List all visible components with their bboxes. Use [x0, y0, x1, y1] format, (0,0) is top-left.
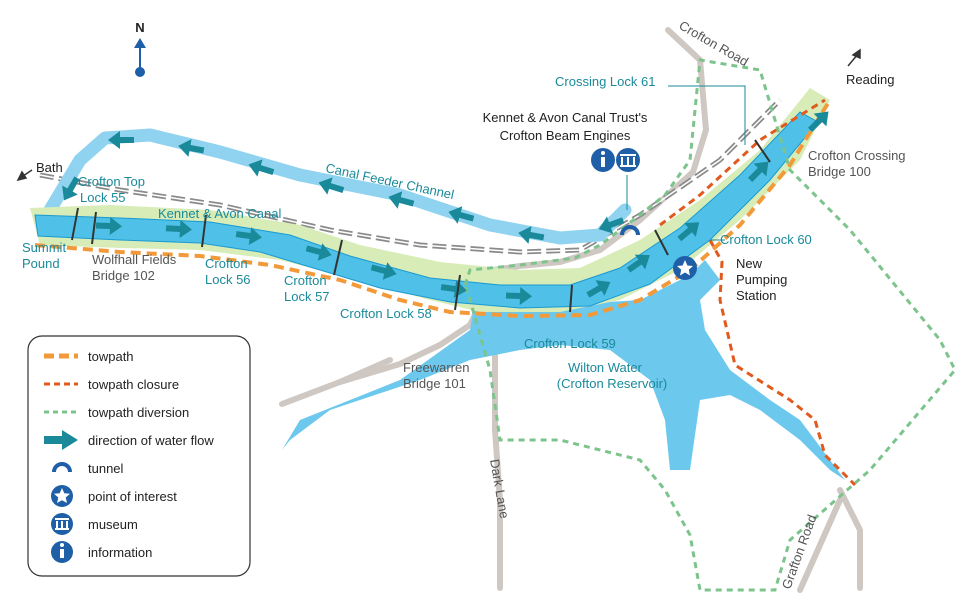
locks	[71, 139, 771, 313]
lock-57	[333, 239, 343, 276]
kennet-avon-canal-label: Kennet & Avon Canal	[158, 206, 281, 221]
legend-label-tunnel: tunnel	[88, 461, 124, 476]
reading-arrow	[847, 48, 861, 67]
flow-arrow	[677, 222, 700, 242]
crofton-lock-59-label: Crofton Lock 59	[524, 336, 616, 351]
flow-arrow	[505, 287, 532, 305]
flow-arrows	[62, 111, 829, 305]
legend-museum-icon	[51, 513, 73, 535]
flow-arrow	[62, 176, 80, 201]
lock-56	[201, 214, 207, 248]
bath-label: Bath	[36, 160, 63, 175]
crofton-lock-58-label: Crofton Lock 58	[340, 306, 432, 321]
grafton-road-lower	[797, 497, 843, 593]
flow-arrow	[165, 220, 192, 238]
flow-arrow	[747, 161, 769, 183]
legend-label-info: information	[88, 545, 152, 560]
flow-arrow	[178, 139, 205, 157]
dark-lane-label: Dark Lane	[487, 458, 512, 520]
legend-label-flow: direction of water flow	[88, 433, 214, 448]
bridge-102	[91, 211, 97, 245]
tunnel-icon	[620, 225, 640, 236]
flow-arrow	[388, 191, 415, 209]
towpath-bank	[30, 88, 830, 312]
flow-arrow	[440, 280, 467, 298]
bath-arrow	[16, 169, 33, 182]
information-icon	[591, 148, 615, 172]
legend-poi-icon	[51, 485, 73, 507]
flow-arrow	[108, 131, 134, 149]
lock-59	[569, 284, 573, 313]
flow-arrow	[318, 177, 345, 195]
crossing-lock-61-label: Crossing Lock 61	[555, 74, 655, 89]
feeder-channel	[43, 128, 632, 245]
legend-label-closure: towpath closure	[88, 377, 179, 392]
towpath	[34, 98, 832, 319]
legend: towpath towpath closure towpath diversio…	[27, 335, 251, 577]
flow-arrow	[807, 111, 829, 133]
legend-tunnel-icon	[52, 462, 72, 473]
towpath-closure	[708, 239, 857, 487]
railway	[39, 98, 782, 255]
flow-arrow	[448, 206, 475, 224]
road-left-bottom	[337, 357, 393, 385]
museum-icon	[616, 148, 640, 172]
lock-60	[654, 229, 669, 256]
legend-label-poi: point of interest	[88, 489, 177, 504]
legend-info-icon	[51, 541, 73, 563]
grafton-road-label: Grafton Road	[779, 513, 820, 591]
towpath-closure-north	[659, 98, 826, 227]
towpath-diversion	[463, 58, 957, 592]
crofton-lock-60-label: Crofton Lock 60	[720, 232, 812, 247]
north-label: N	[135, 20, 144, 35]
lock-58	[454, 274, 461, 311]
point-of-interest-icon	[673, 256, 697, 280]
flow-arrow	[305, 243, 332, 261]
flow-arrow	[518, 226, 545, 244]
legend-label-diversion: towpath diversion	[88, 405, 189, 420]
north-arrow	[134, 38, 146, 77]
wilton-water-label: Wilton Water(Crofton Reservoir)	[557, 360, 668, 391]
reading-label: Reading	[846, 72, 894, 87]
leader-lines	[626, 85, 746, 241]
lock-55	[71, 207, 79, 241]
legend-label-towpath: towpath	[88, 349, 134, 364]
legend-label-museum: museum	[88, 517, 138, 532]
flow-arrow	[248, 159, 275, 177]
flow-arrow	[626, 254, 650, 273]
flow-arrow	[235, 227, 262, 245]
canal	[34, 111, 819, 309]
flow-arrow	[586, 280, 611, 298]
lock-61	[754, 139, 771, 163]
grafton-road	[837, 487, 863, 591]
flow-arrow	[95, 217, 122, 235]
legend-flow-swatch	[44, 430, 78, 450]
flow-arrow	[370, 262, 397, 280]
flow-arrow	[598, 216, 625, 234]
